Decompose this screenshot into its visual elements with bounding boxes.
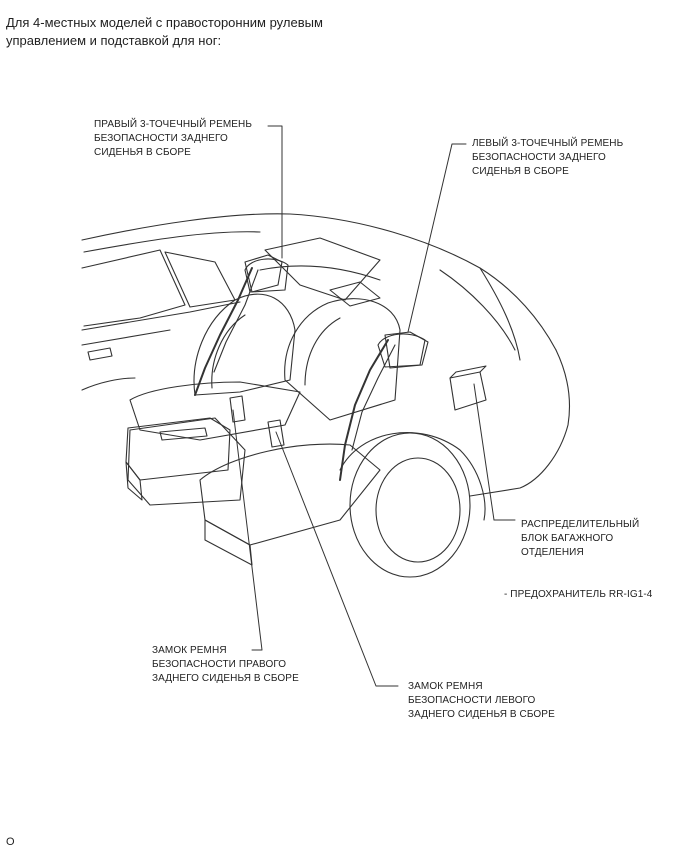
rear-window-line xyxy=(259,265,381,281)
label-left-belt: ЛЕВЫЙ 3-ТОЧЕЧНЫЙ РЕМЕНЬ БЕЗОПАСНОСТИ ЗАД… xyxy=(472,137,623,179)
label-line: ЗАДНЕГО СИДЕНЬЯ В СБОРЕ xyxy=(152,673,299,684)
left-seat-back-inner xyxy=(304,317,341,386)
figure-code: O xyxy=(6,836,15,848)
door-handle xyxy=(87,347,113,361)
left-seat-back xyxy=(284,298,401,421)
rear-door-window-inner xyxy=(164,251,236,308)
label-line: СИДЕНЬЯ В СБОРЕ xyxy=(94,147,191,158)
right-buckle-body xyxy=(229,395,246,423)
right-seat-cushion xyxy=(129,381,301,441)
right-belt-webbing xyxy=(194,267,253,396)
label-right-buckle: ЗАМОК РЕМНЯ БЕЗОПАСНОСТИ ПРАВОГО ЗАДНЕГО… xyxy=(152,644,299,686)
label-fuse: - ПРЕДОХРАНИТЕЛЬ RR-IG1-4 xyxy=(504,588,652,602)
leader-right-buckle xyxy=(232,409,263,651)
rear-shelf xyxy=(264,237,381,301)
right-headrest xyxy=(244,258,289,293)
label-junction-block: РАСПРЕДЕЛИТЕЛЬНЫЙ БЛОК БАГАЖНОГО ОТДЕЛЕН… xyxy=(521,518,639,560)
rear-shelf-slot xyxy=(329,281,381,307)
console-front xyxy=(125,461,143,501)
footrest xyxy=(127,417,246,506)
roof-inner-line xyxy=(83,231,261,253)
junction-block-body xyxy=(449,371,487,411)
left-seat-cushion xyxy=(199,443,381,546)
diagram-heading: Для 4-местных моделей с правосторонним р… xyxy=(6,14,406,50)
console-slots xyxy=(159,427,208,441)
leader-junction-block xyxy=(473,383,516,521)
rear-wheel xyxy=(349,432,471,578)
label-line: ПРАВЫЙ 3-ТОЧЕЧНЫЙ РЕМЕНЬ xyxy=(94,119,253,130)
left-belt-retractor xyxy=(384,331,429,369)
label-left-buckle: ЗАМОК РЕМНЯ БЕЗОПАСНОСТИ ЛЕВОГО ЗАДНЕГО … xyxy=(408,680,555,722)
label-line: ЛЕВЫЙ 3-ТОЧЕЧНЫЙ РЕМЕНЬ xyxy=(472,138,624,149)
junction-block-top xyxy=(449,365,487,379)
rear-wheel-inner xyxy=(375,457,461,563)
label-line: БЕЗОПАСНОСТИ ПРАВОГО xyxy=(152,659,287,670)
trunk-edge xyxy=(479,267,521,361)
door-lower-line xyxy=(81,377,136,391)
right-seat-back xyxy=(193,293,296,396)
label-line: БЕЗОПАСНОСТИ ЛЕВОГО xyxy=(408,695,536,706)
rear-door-window xyxy=(81,249,186,327)
leader-right-belt xyxy=(267,125,283,259)
left-belt-webbing-2 xyxy=(351,344,396,451)
label-line: РАСПРЕДЕЛИТЕЛЬНЫЙ xyxy=(521,519,640,530)
rear-body-outline xyxy=(469,349,571,497)
label-line: ЗАДНЕГО СИДЕНЬЯ В СБОРЕ xyxy=(408,709,555,720)
roof-outline xyxy=(81,213,557,351)
wheel-arch xyxy=(339,432,486,521)
label-line: ЗАМОК РЕМНЯ xyxy=(152,645,227,656)
left-seat-cushion-front xyxy=(204,519,253,566)
door-line-1 xyxy=(81,301,241,331)
left-headrest xyxy=(377,333,426,368)
leader-left-buckle xyxy=(275,431,399,687)
trunk-edge-2 xyxy=(439,269,516,351)
left-belt-webbing xyxy=(339,339,389,481)
leader-left-belt xyxy=(407,143,467,333)
heading-line-2: управлением и подставкой для ног: xyxy=(6,33,222,48)
label-line: СИДЕНЬЯ В СБОРЕ xyxy=(472,166,569,177)
heading-line-1: Для 4-местных моделей с правосторонним р… xyxy=(6,15,323,30)
label-line: БЛОК БАГАЖНОГО xyxy=(521,533,614,544)
door-line-2 xyxy=(81,329,171,346)
right-belt-webbing-2 xyxy=(213,269,259,373)
label-line: ЗАМОК РЕМНЯ xyxy=(408,681,483,692)
right-belt-retractor xyxy=(244,254,283,293)
right-seat-back-inner xyxy=(211,314,246,389)
label-line: ОТДЕЛЕНИЯ xyxy=(521,547,584,558)
label-right-belt: ПРАВЫЙ 3-ТОЧЕЧНЫЙ РЕМЕНЬ БЕЗОПАСНОСТИ ЗА… xyxy=(94,118,252,160)
label-line: БЕЗОПАСНОСТИ ЗАДНЕГО xyxy=(94,133,228,144)
left-buckle-body xyxy=(267,419,285,448)
label-line: - ПРЕДОХРАНИТЕЛЬ RR-IG1-4 xyxy=(504,589,653,600)
label-line: БЕЗОПАСНОСТИ ЗАДНЕГО xyxy=(472,152,606,163)
